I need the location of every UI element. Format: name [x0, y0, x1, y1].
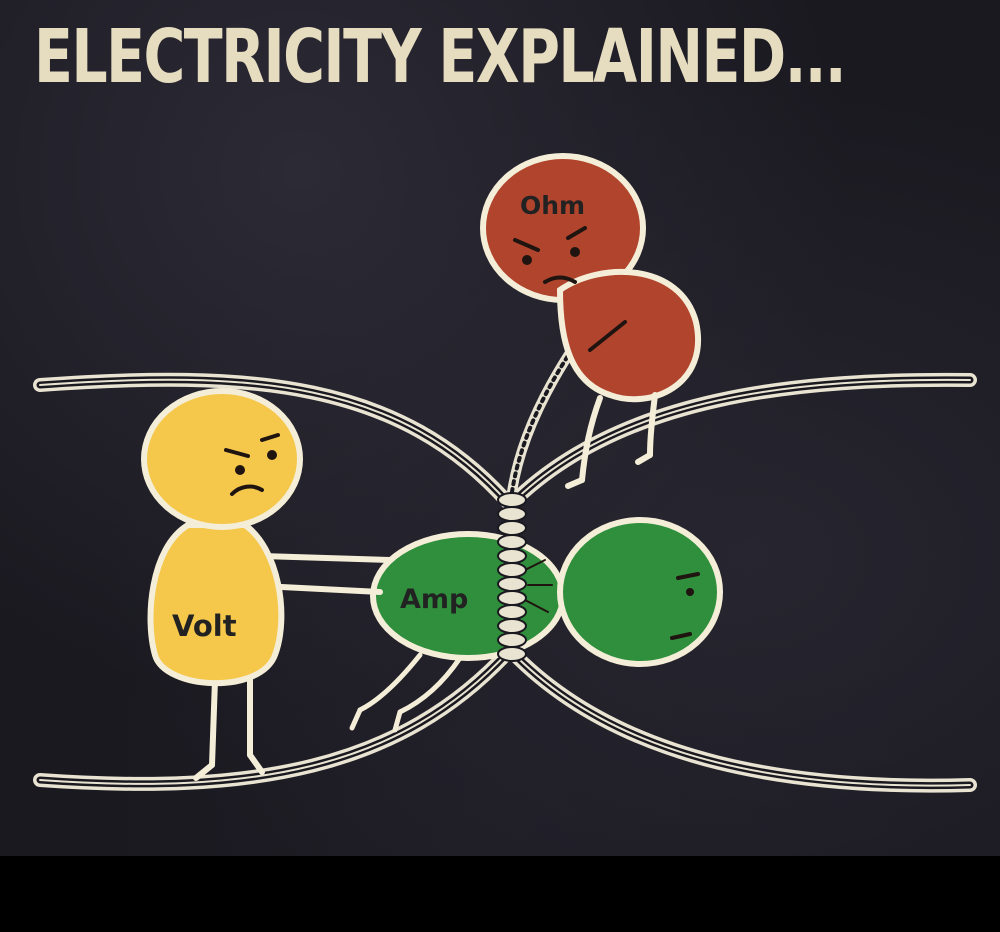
- poster-title: ELECTRICITY EXPLAINED...: [34, 14, 847, 100]
- amp-label: Amp: [400, 584, 468, 615]
- ohm-character: Ohm: [480, 153, 701, 489]
- amp-character: Amp: [349, 517, 723, 733]
- volt-character: Volt: [141, 388, 393, 781]
- ohm-label: Ohm: [520, 191, 585, 220]
- bottom-letterbox: [0, 856, 1000, 932]
- comic-illustration: Ohm: [33, 153, 977, 793]
- volt-label: Volt: [172, 609, 237, 643]
- rope-knot: [497, 492, 527, 662]
- ohm-rope: [507, 340, 580, 497]
- comic-poster: ELECTRICITY EXPLAINED...: [0, 0, 1000, 856]
